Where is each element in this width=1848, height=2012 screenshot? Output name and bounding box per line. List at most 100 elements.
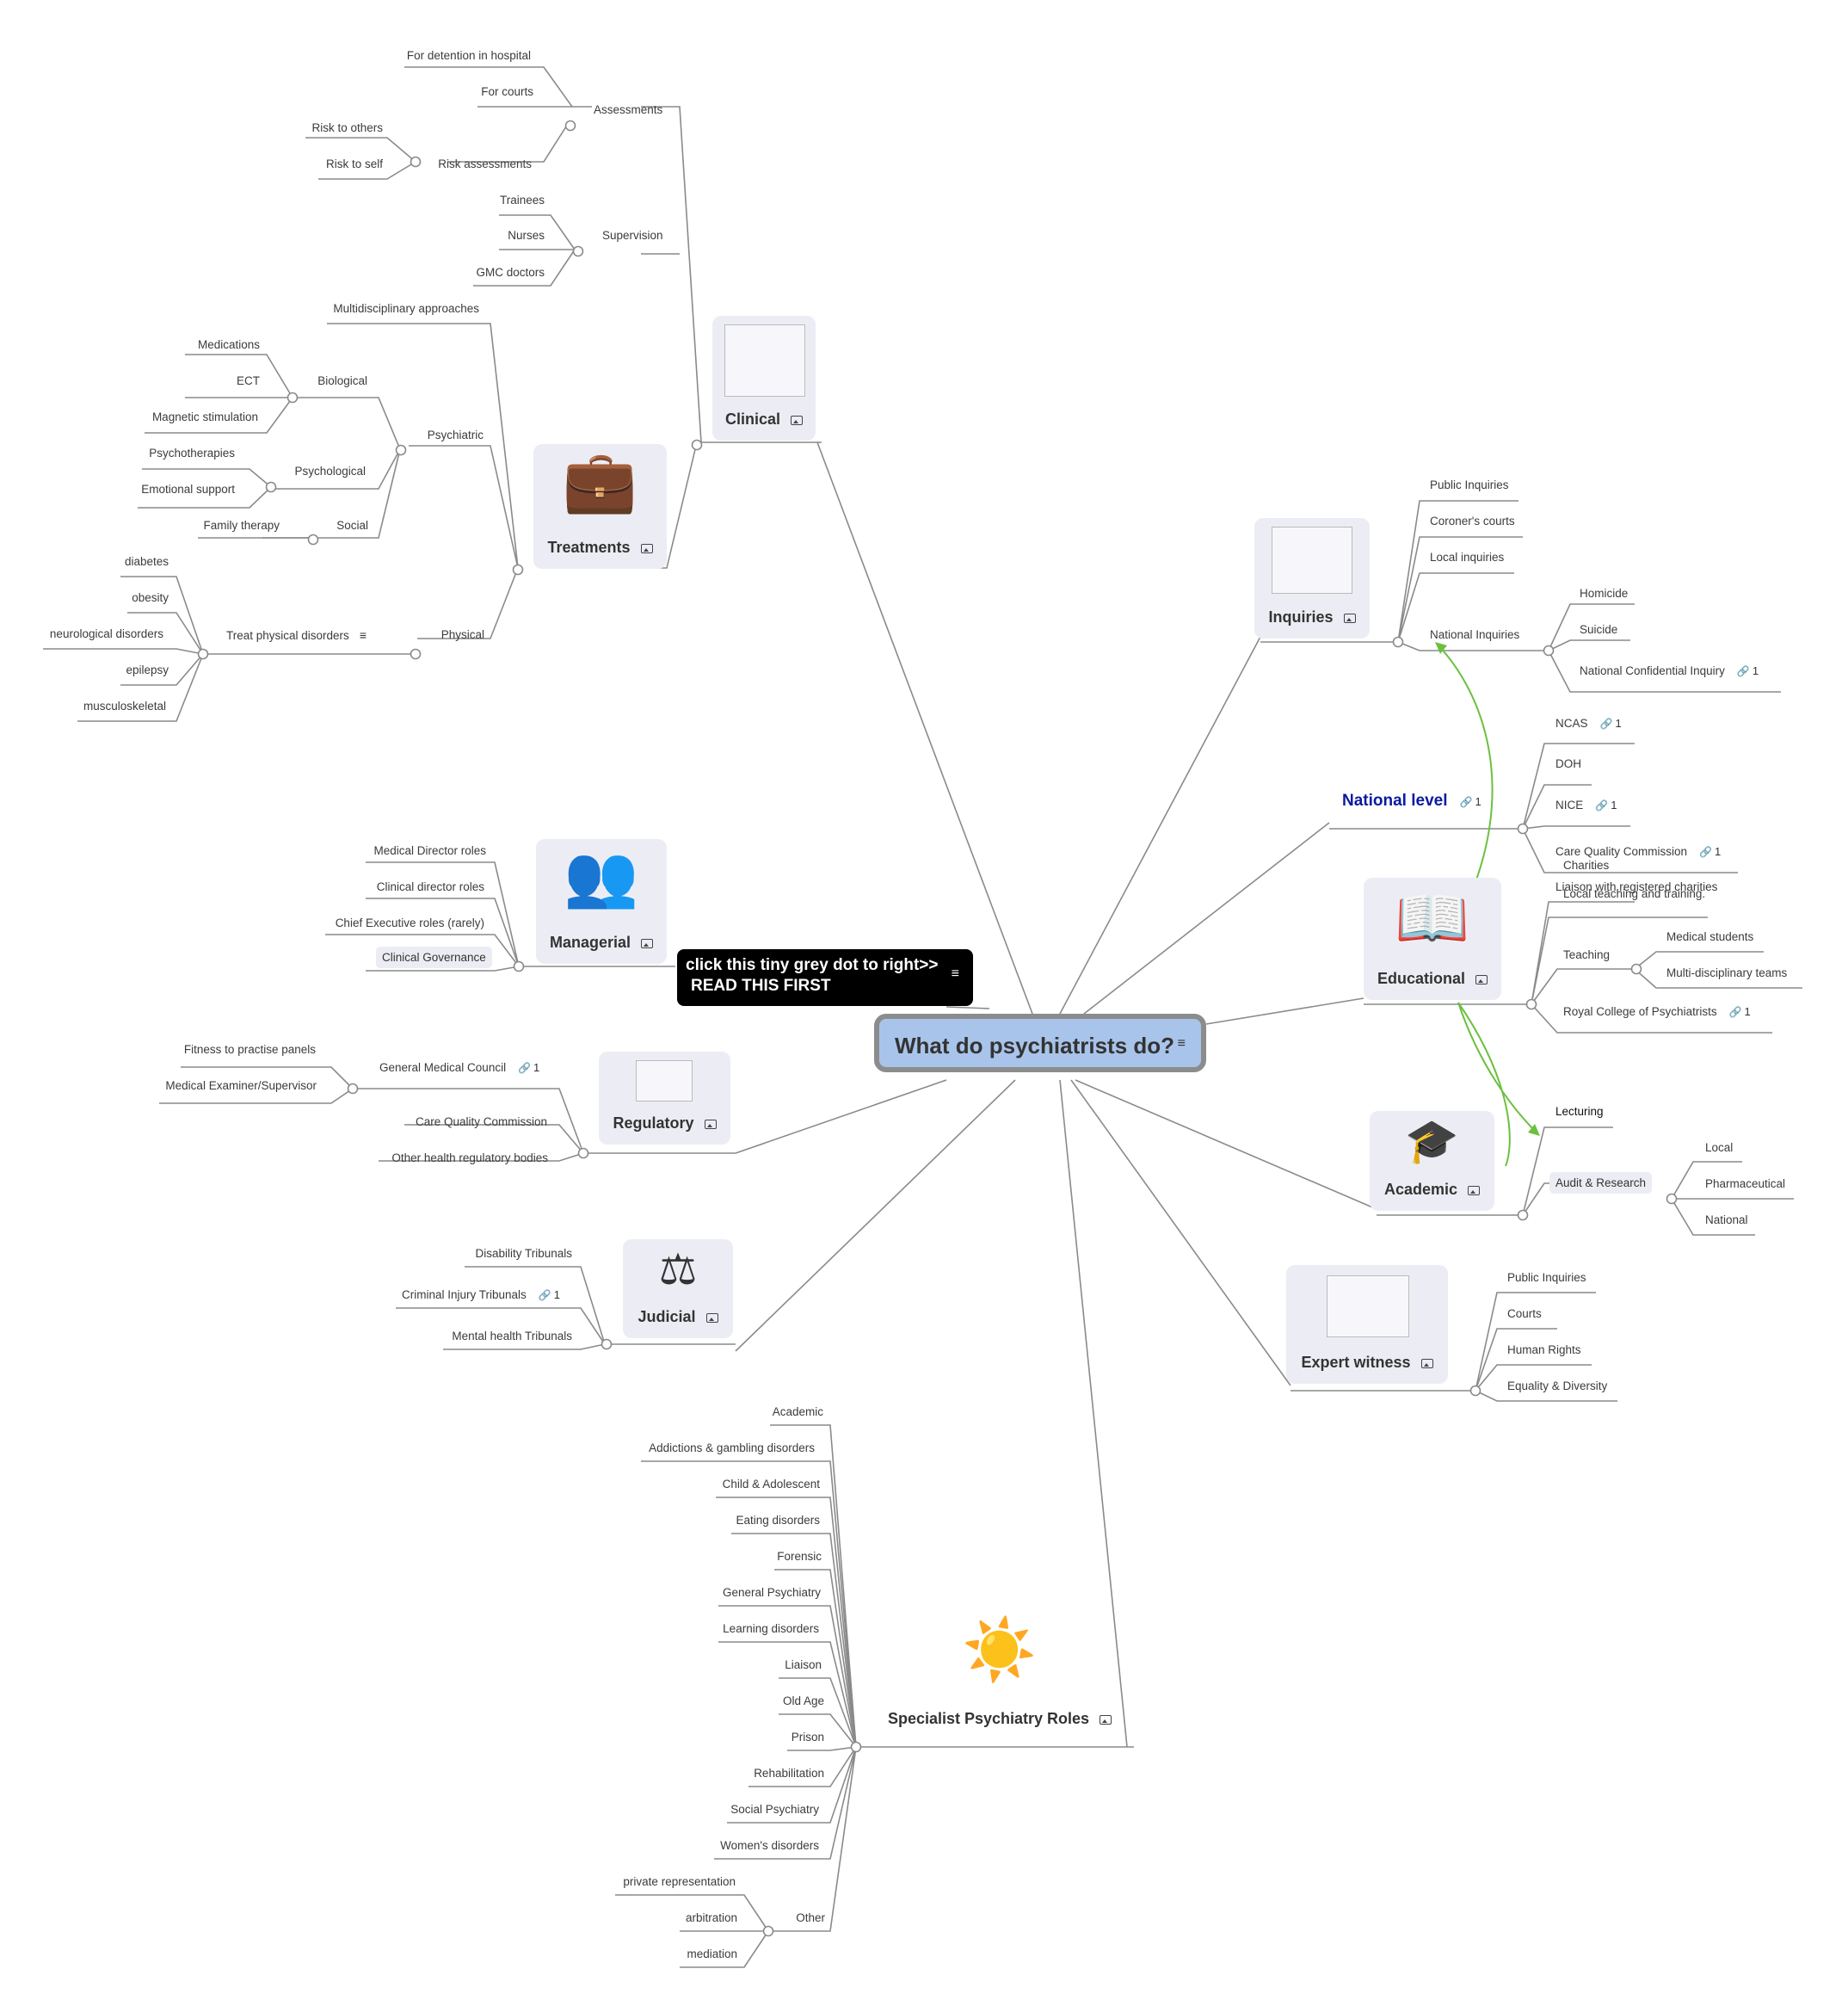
topic-other-regulatory[interactable]: Other health regulatory bodies (391, 1151, 548, 1164)
topic-psychotherapies[interactable]: Psychotherapies (149, 447, 235, 460)
specialist-item[interactable]: Addictions & gambling disorders (649, 1441, 815, 1454)
topic-liaison-charities[interactable]: Liaison with registered charities (1555, 880, 1718, 893)
topic-fitness-panels[interactable]: Fitness to practise panels (183, 1043, 316, 1056)
topic-coroners-courts[interactable]: Coroner's courts (1430, 515, 1515, 528)
topic-emotional-support[interactable]: Emotional support (141, 483, 235, 496)
link-icon[interactable]: 🔗 (1728, 1006, 1742, 1018)
specialist-item[interactable]: Social Psychiatry (730, 1803, 819, 1816)
topic-detention[interactable]: For detention in hospital (406, 49, 531, 62)
image-icon[interactable] (1100, 1714, 1112, 1725)
national-level-topic[interactable]: National level🔗1 (1342, 792, 1481, 811)
specialist-item[interactable]: General Psychiatry (722, 1586, 821, 1599)
topic-medical-students[interactable]: Medical students (1666, 930, 1754, 943)
topic-magnetic[interactable]: Magnetic stimulation (151, 410, 258, 423)
topic-audit-research[interactable]: Audit & Research (1549, 1172, 1653, 1194)
topic-doh[interactable]: DOH (1555, 757, 1581, 770)
topic-other[interactable]: Other (796, 1911, 825, 1924)
image-icon[interactable] (791, 415, 804, 425)
topic-reg-cqc[interactable]: Care Quality Commission (415, 1115, 547, 1128)
educational-card[interactable]: 📖 Educational (1364, 878, 1501, 1000)
topic-obesity[interactable]: obesity (132, 591, 169, 604)
topic-disability-tribunals[interactable]: Disability Tribunals (475, 1247, 572, 1260)
topic-equality-diversity[interactable]: Equality & Diversity (1507, 1379, 1608, 1392)
topic-risk-assessments[interactable]: Risk assessments (438, 157, 532, 170)
topic-medical-director[interactable]: Medical Director roles (373, 844, 486, 857)
topic-academic-local[interactable]: Local (1705, 1141, 1734, 1154)
link-icon[interactable]: 🔗 (1599, 718, 1613, 730)
topic-teaching[interactable]: Teaching (1563, 948, 1611, 961)
image-icon[interactable] (1343, 613, 1356, 623)
note-icon[interactable]: ≡ (951, 966, 959, 981)
specialist-item[interactable]: Old Age (782, 1694, 824, 1707)
topic-human-rights[interactable]: Human Rights (1507, 1343, 1581, 1356)
topic-neurological[interactable]: neurological disorders (49, 627, 163, 640)
other-item[interactable]: arbitration (685, 1911, 737, 1924)
topic-assessments[interactable]: Assessments (594, 103, 663, 116)
specialist-item[interactable]: Forensic (777, 1550, 822, 1563)
topic-multidisciplinary[interactable]: Multidisciplinary approaches (333, 302, 479, 315)
expert-witness-card[interactable]: Expert witness (1286, 1265, 1448, 1384)
topic-criminal-injury[interactable]: Criminal Injury Tribunals🔗1 (402, 1288, 560, 1301)
link-icon[interactable]: 🔗 (1736, 665, 1750, 677)
topic-academic-national[interactable]: National (1705, 1213, 1748, 1226)
other-item[interactable]: private representation (623, 1875, 736, 1888)
topic-public-inquiries[interactable]: Public Inquiries (1430, 478, 1509, 491)
link-icon[interactable]: 🔗 (1699, 846, 1712, 858)
link-icon[interactable]: 🔗 (538, 1289, 551, 1301)
topic-biological[interactable]: Biological (317, 374, 367, 387)
topic-mdt[interactable]: Multi-disciplinary teams (1666, 966, 1788, 979)
topic-local-inquiries[interactable]: Local inquiries (1430, 551, 1505, 564)
regulatory-card[interactable]: Regulatory (599, 1052, 730, 1145)
central-topic[interactable]: What do psychiatrists do? ≡ (874, 1014, 1206, 1072)
topic-nurses[interactable]: Nurses (508, 229, 545, 242)
judicial-card[interactable]: ⚖ Judicial (623, 1239, 733, 1338)
topic-expert-courts[interactable]: Courts (1507, 1307, 1542, 1320)
treatments-card[interactable]: 💼 Treatments (533, 444, 667, 569)
specialist-item[interactable]: Liaison (785, 1658, 822, 1671)
specialist-card[interactable]: ☀️ Specialist Psychiatry Roles (875, 1620, 1124, 1740)
inquiries-card[interactable]: Inquiries (1254, 518, 1370, 639)
specialist-item[interactable]: Child & Adolescent (722, 1478, 820, 1490)
image-icon[interactable] (640, 543, 653, 553)
topic-gmc-doctors[interactable]: GMC doctors (476, 266, 545, 279)
topic-suicide[interactable]: Suicide (1580, 623, 1618, 636)
topic-social[interactable]: Social (336, 519, 368, 532)
topic-treat-physical[interactable]: Treat physical disorders≡ (226, 628, 367, 642)
topic-national-cqc[interactable]: Care Quality Commission🔗1 (1555, 845, 1721, 858)
topic-psychological[interactable]: Psychological (294, 465, 366, 478)
topic-chief-executive[interactable]: Chief Executive roles (rarely) (335, 917, 484, 929)
topic-pharmaceutical[interactable]: Pharmaceutical (1705, 1177, 1786, 1190)
clinical-card[interactable]: Clinical (712, 316, 816, 441)
topic-ncas[interactable]: NCAS🔗1 (1555, 717, 1622, 730)
topic-epilepsy[interactable]: epilepsy (126, 663, 169, 676)
image-icon[interactable] (641, 938, 654, 948)
image-icon[interactable] (1420, 1358, 1433, 1368)
read-first-note[interactable]: click this tiny grey dot to right>> READ… (677, 949, 973, 1006)
topic-medications[interactable]: Medications (197, 338, 260, 351)
topic-physical[interactable]: Physical (440, 628, 484, 641)
topic-homicide[interactable]: Homicide (1580, 587, 1629, 600)
specialist-item[interactable]: Learning disorders (723, 1622, 819, 1635)
central-note-icon[interactable]: ≡ (1177, 1036, 1186, 1051)
topic-rcpsych[interactable]: Royal College of Psychiatrists🔗1 (1563, 1005, 1751, 1018)
topic-psychiatric[interactable]: Psychiatric (427, 429, 484, 441)
specialist-item[interactable]: Prison (791, 1731, 824, 1744)
topic-nice[interactable]: NICE🔗1 (1555, 799, 1617, 812)
topic-musculoskeletal[interactable]: musculoskeletal (83, 700, 166, 713)
specialist-item[interactable]: Eating disorders (736, 1514, 820, 1527)
specialist-item[interactable]: Rehabilitation (754, 1767, 824, 1780)
topic-clinical-governance[interactable]: Clinical Governance (376, 947, 492, 968)
topic-national-inquiries[interactable]: National Inquiries (1430, 628, 1520, 641)
link-icon[interactable]: 🔗 (518, 1062, 532, 1074)
topic-expert-public-inquiries[interactable]: Public Inquiries (1507, 1271, 1586, 1284)
specialist-item[interactable]: Women's disorders (720, 1839, 819, 1852)
topic-risk-self[interactable]: Risk to self (325, 157, 383, 170)
topic-local-teaching[interactable]: Local teaching and training. (1563, 887, 1706, 900)
topic-mental-health-tribunals[interactable]: Mental health Tribunals (452, 1330, 572, 1342)
image-icon[interactable] (1475, 974, 1488, 984)
topic-ect[interactable]: ECT (237, 374, 260, 387)
image-icon[interactable] (704, 1119, 717, 1129)
academic-card[interactable]: 🎓 Academic (1370, 1111, 1494, 1211)
topic-clinical-director[interactable]: Clinical director roles (376, 880, 484, 893)
topic-trainees[interactable]: Trainees (499, 194, 545, 207)
